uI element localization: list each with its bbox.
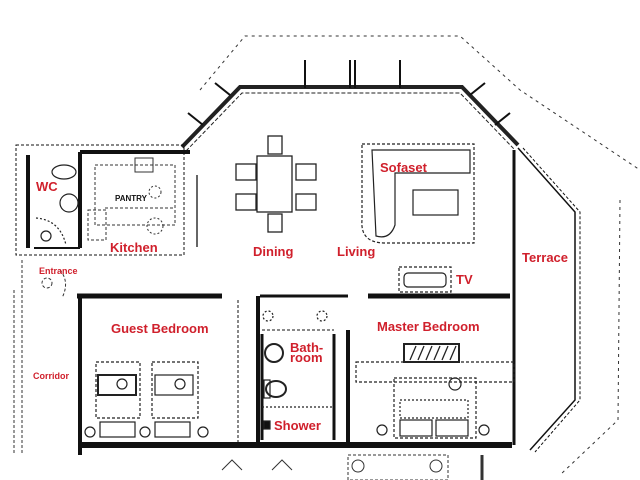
guest-beds-icon (84, 361, 209, 438)
room-label-kitchen: Kitchen (110, 240, 158, 255)
master-bed-icon (355, 343, 515, 439)
tv-unit-icon (398, 266, 452, 293)
room-label-wc: WC (36, 179, 58, 194)
service-block-walls (15, 144, 190, 256)
wc-fixtures (35, 164, 79, 246)
room-label-corridor: Corridor (33, 371, 69, 381)
room-label-guest-bedroom: Guest Bedroom (111, 321, 209, 336)
outer-boundary (199, 35, 640, 476)
corridor-walls (13, 260, 66, 455)
central-walls (77, 293, 512, 455)
master-bed-hatch (409, 345, 457, 361)
bathroom-fixtures (262, 310, 334, 430)
room-label-entrance: Entrance (39, 266, 78, 276)
room-label-bathroom-line2: room (290, 350, 323, 365)
room-label-dining: Dining (253, 244, 294, 259)
room-label-pantry: PANTRY (115, 194, 147, 203)
room-label-bathroom-line1: Bath- (290, 340, 324, 355)
terrace-walls (512, 147, 581, 453)
kitchen-counters (87, 164, 198, 247)
living-area-walls (180, 85, 520, 152)
room-label-sofaset: Sofaset (380, 160, 427, 175)
room-label-shower: Shower (274, 418, 321, 433)
room-label-tv: TV (456, 272, 473, 287)
room-label-terrace: Terrace (522, 250, 569, 265)
room-label-living: Living (337, 244, 376, 259)
sofaset-icon (361, 143, 475, 244)
dining-table-icon (235, 135, 317, 233)
room-label-master-bedroom: Master Bedroom (377, 319, 480, 334)
